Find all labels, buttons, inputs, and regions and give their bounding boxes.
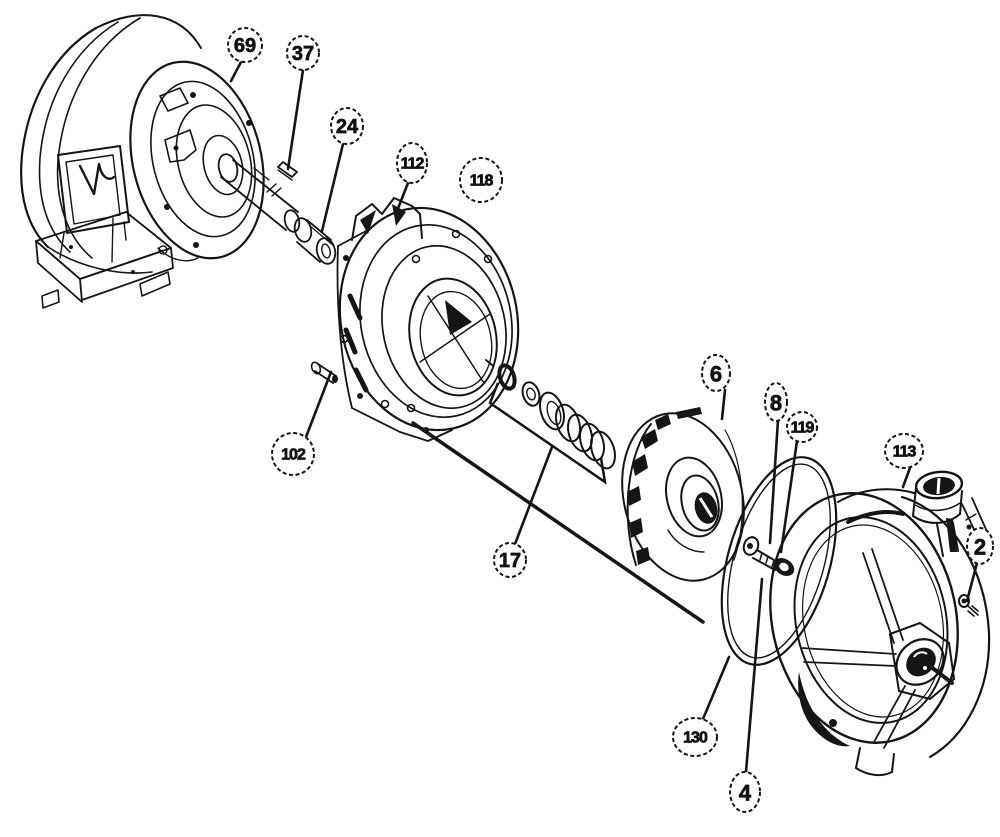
callout-8: 8 bbox=[764, 382, 788, 545]
callout-balloon bbox=[884, 433, 924, 469]
callout-number: 119 bbox=[791, 420, 815, 437]
impeller-screw-drawing bbox=[742, 536, 795, 576]
callout-4: 4 bbox=[729, 577, 764, 813]
callout-leader bbox=[286, 68, 305, 171]
callout-leader bbox=[701, 655, 731, 721]
callout-number: 37 bbox=[292, 43, 314, 65]
callout-leader bbox=[768, 418, 780, 545]
callout-113: 113 bbox=[884, 433, 924, 489]
callout-leader bbox=[320, 142, 345, 233]
callout-leader bbox=[513, 445, 554, 546]
shaft-key-drawing bbox=[277, 161, 298, 181]
callout-balloon bbox=[672, 717, 718, 757]
callout-number: 8 bbox=[770, 391, 782, 416]
callout-leader bbox=[965, 561, 979, 603]
callout-number: 17 bbox=[499, 550, 521, 572]
callout-number: 112 bbox=[401, 156, 425, 173]
callout-leader bbox=[901, 463, 913, 489]
callout-130: 130 bbox=[672, 655, 731, 757]
casing-gasket-drawing bbox=[720, 456, 838, 666]
callout-balloon bbox=[330, 107, 364, 145]
callout-balloon bbox=[764, 382, 788, 422]
callout-number: 6 bbox=[710, 362, 722, 387]
callout-37: 37 bbox=[286, 35, 320, 171]
drain-screw-drawing bbox=[958, 594, 979, 617]
callout-balloon bbox=[966, 527, 994, 565]
callout-balloon bbox=[227, 27, 263, 63]
volute-drawing bbox=[769, 470, 991, 777]
motor-drawing bbox=[20, 14, 265, 309]
callout-leader bbox=[744, 577, 764, 774]
callout-number: 130 bbox=[683, 730, 708, 747]
adapter-reference-line bbox=[411, 421, 705, 624]
callout-number: 4 bbox=[739, 781, 752, 806]
callout-119: 119 bbox=[779, 411, 818, 554]
pin-drawing bbox=[310, 361, 338, 384]
annotation-layer bbox=[411, 421, 954, 685]
callout-2: 2 bbox=[965, 527, 994, 603]
callout-leader bbox=[229, 60, 243, 83]
adapter-drawing bbox=[336, 197, 520, 442]
callout-balloon bbox=[729, 771, 761, 813]
callout-leader bbox=[779, 439, 799, 554]
callout-balloon bbox=[493, 542, 527, 578]
callout-24: 24 bbox=[320, 107, 364, 233]
callout-bracket bbox=[488, 382, 607, 485]
impeller-drawing bbox=[621, 407, 745, 582]
callout-leader bbox=[720, 388, 727, 421]
callout-balloon bbox=[271, 432, 315, 476]
callout-6: 6 bbox=[701, 354, 731, 421]
hub-pointer-line bbox=[924, 661, 954, 685]
callout-number: 118 bbox=[470, 173, 494, 190]
seal-kit-drawing bbox=[485, 359, 616, 470]
callout-balloon bbox=[786, 411, 818, 443]
callout-leader bbox=[304, 370, 333, 439]
callout-number: 102 bbox=[281, 447, 306, 464]
callout-balloon bbox=[701, 354, 731, 392]
callout-leader bbox=[395, 181, 410, 213]
callout-balloon bbox=[459, 157, 503, 203]
callout-number: 24 bbox=[336, 116, 359, 138]
callout-number: 2 bbox=[974, 535, 986, 560]
callout-balloon bbox=[396, 142, 428, 184]
callout-number: 69 bbox=[234, 35, 256, 57]
shaft-sleeve-drawing bbox=[293, 217, 337, 265]
callout-69: 69 bbox=[227, 27, 263, 83]
callout-number: 113 bbox=[893, 444, 917, 461]
callout-balloon bbox=[286, 35, 320, 71]
callout-118: 118 bbox=[459, 157, 503, 203]
callout-112: 112 bbox=[395, 142, 428, 213]
callout-17: 17 bbox=[488, 382, 607, 578]
callout-102: 102 bbox=[271, 370, 333, 476]
